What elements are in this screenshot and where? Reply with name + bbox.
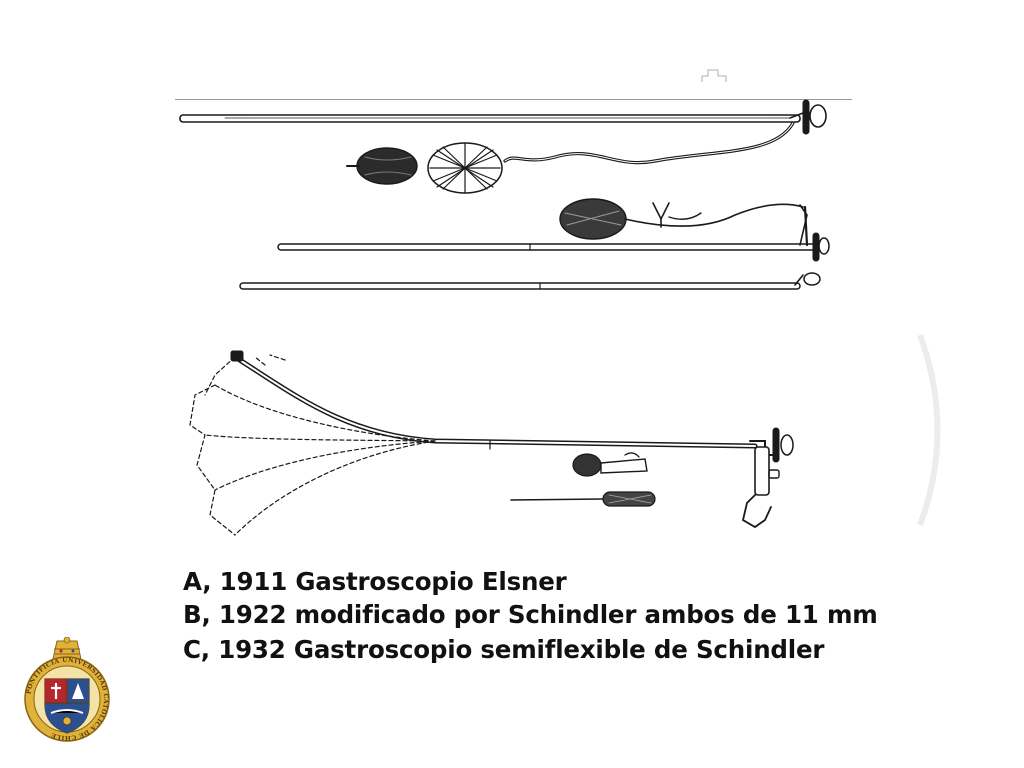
caption-line-c: C, 1932 Gastroscopio semiflexible de Sch… xyxy=(183,635,825,664)
crest-shield xyxy=(44,678,90,734)
caption-line-b: B, 1922 modificado por Schindler ambos d… xyxy=(183,600,878,629)
caption-line-a: A, 1911 Gastroscopio Elsner xyxy=(183,567,567,596)
decorative-arc xyxy=(917,333,941,527)
university-crest-icon: PONTIFICIA UNIVERSIDAD CATÓLICA DE CHILE xyxy=(24,637,110,742)
figure-caption: A, 1911 Gastroscopio Elsner B, 1922 modi… xyxy=(183,566,878,665)
top-divider xyxy=(175,99,852,100)
corner-mark-icon xyxy=(701,69,727,82)
instrument-b xyxy=(239,198,830,290)
instrument-c xyxy=(189,350,794,536)
crest-crown xyxy=(52,637,82,660)
gastroscope-drawing-icon xyxy=(179,99,830,536)
instrument-a xyxy=(179,99,827,194)
